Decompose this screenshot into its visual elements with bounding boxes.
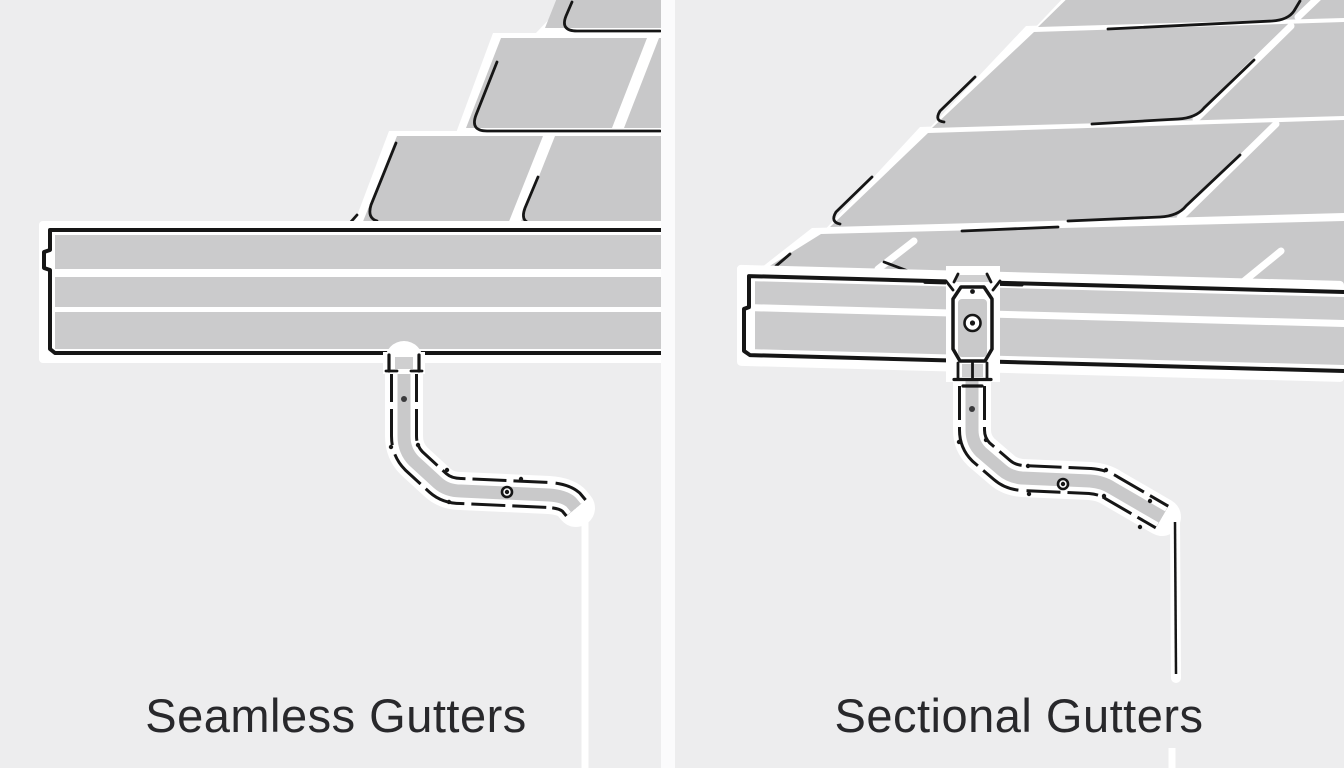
shingled-roof-right (760, 0, 1344, 288)
shingle-accent (774, 252, 792, 268)
downspout-drop-line (1173, 521, 1178, 675)
seam-dot (1103, 467, 1109, 473)
gutter-outline (42, 228, 661, 355)
shingle-accent (368, 141, 398, 223)
gutter-band (55, 312, 661, 349)
shingle-joint (1239, 247, 1285, 286)
shingle-accent (473, 60, 661, 133)
shingle-joint (1294, 0, 1321, 21)
shingle-tile (830, 120, 1344, 227)
shingle-tile (362, 136, 543, 224)
seam-connector-tick (991, 279, 1002, 292)
caption-sectional-gutters: Sectional Gutters (834, 689, 1204, 742)
seam-dot (1147, 498, 1153, 504)
shingle-accent (563, 0, 661, 33)
rivet (401, 396, 407, 402)
seam-connector-top-rivet (970, 289, 975, 294)
shingled-roof-left (347, 0, 661, 226)
shingle-accent (1066, 153, 1242, 223)
downspout-left (383, 341, 595, 768)
downspout-right (953, 359, 1181, 768)
caption-seamless-gutters: Seamless Gutters (145, 689, 527, 742)
seam-dot (1026, 491, 1032, 497)
sectional-panel (737, 0, 1344, 768)
shingle-accent (960, 225, 1060, 233)
seam-connector-tick (944, 279, 955, 292)
seam-shadow (997, 282, 1024, 287)
seam-connector-outlet (952, 361, 993, 388)
seam-dot (446, 499, 452, 505)
sectional-gutter (737, 264, 1344, 382)
shingle-tile (466, 38, 647, 128)
downspout-outlet (383, 352, 425, 374)
seam-dot (956, 439, 962, 445)
gutter-outline (742, 274, 1344, 374)
rivet (969, 406, 975, 412)
seam-dot (388, 444, 394, 450)
gutter-fascia-band (55, 235, 661, 269)
seam-connector-cap (954, 275, 991, 282)
gutter-fascia-band (755, 281, 1344, 321)
shingle-joint (1192, 22, 1295, 123)
shingle-tile (624, 38, 661, 128)
gutter-band (55, 277, 661, 307)
seam-dot (1137, 524, 1143, 530)
seam-dot (444, 467, 450, 473)
seamless-panel (39, 0, 661, 768)
seam-dot (415, 442, 421, 448)
gutter-band (755, 311, 1344, 366)
seam-dot (518, 476, 524, 482)
shingle-tile (545, 0, 661, 28)
seam-dot (1025, 463, 1031, 469)
seam-dot (1101, 493, 1107, 499)
seamless-gutter (39, 221, 661, 363)
shingle-joint (1176, 120, 1280, 222)
panel-divider (661, 0, 675, 768)
shingle-tile (520, 136, 661, 224)
shingle-accent (1090, 58, 1256, 126)
shingle-tile (932, 22, 1344, 128)
shingle-accent (832, 175, 874, 226)
seam-dot (983, 437, 989, 443)
gutter-seam-connector (944, 272, 1002, 388)
shingle-accent (936, 75, 977, 124)
seam-shadow (923, 280, 950, 285)
shingle-accent (1106, 0, 1302, 31)
shingle-joint (874, 237, 918, 273)
